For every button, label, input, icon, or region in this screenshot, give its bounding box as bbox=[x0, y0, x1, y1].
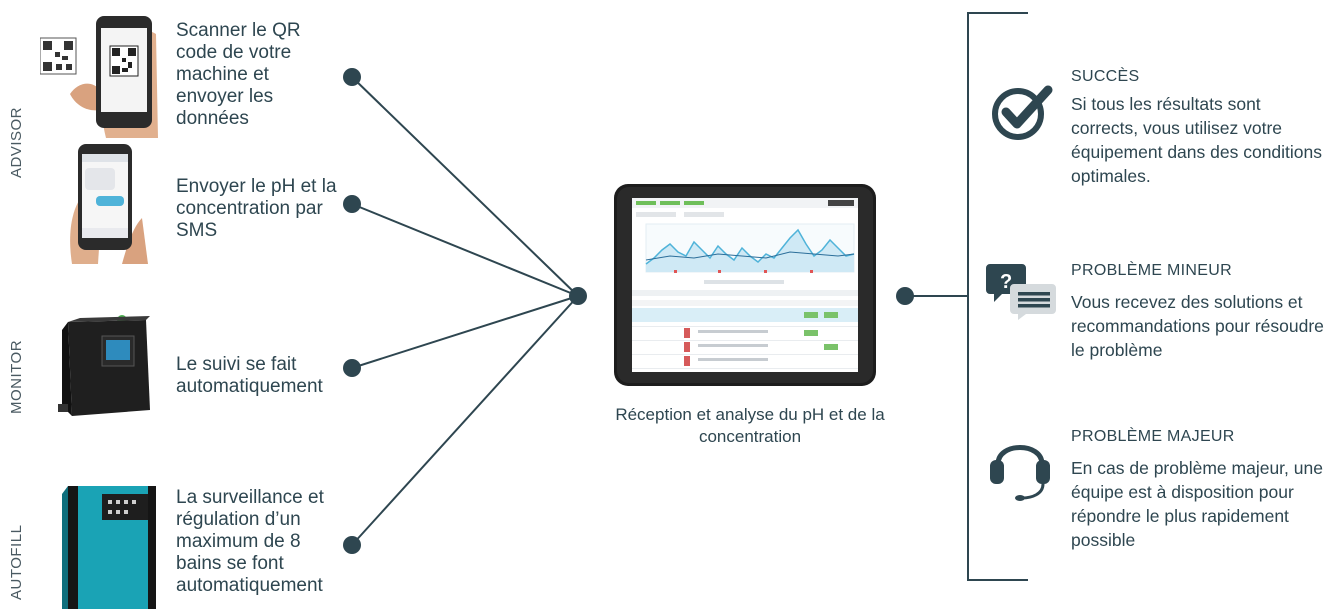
connector-dot-autofill bbox=[343, 536, 361, 554]
connector-line-autofill bbox=[351, 295, 579, 546]
chat-question-icon: ? bbox=[986, 264, 1056, 320]
svg-text:?: ? bbox=[1000, 271, 1012, 293]
headset-icon bbox=[990, 445, 1050, 501]
outcome-text-minor: Vous recevez des solutions et recommanda… bbox=[1071, 292, 1324, 360]
connector-line-monitor bbox=[351, 295, 579, 369]
outcome-text-success: Si tous les résultats sont corrects, vou… bbox=[1071, 94, 1323, 186]
category-label-autofill: AUTOFILL bbox=[8, 524, 25, 600]
outcome-title-success: SUCCÈS bbox=[1071, 68, 1140, 85]
tablet-dashboard-image bbox=[614, 184, 876, 386]
category-label-advisor: ADVISOR bbox=[8, 106, 25, 178]
connector-dot-tablet bbox=[896, 287, 914, 305]
connector-line-qr bbox=[351, 76, 579, 297]
outcome-title-minor: PROBLÈME MINEUR bbox=[1071, 262, 1232, 279]
step-text-sms: Envoyer le pH et la concentration par SM… bbox=[176, 176, 337, 241]
outcome-text-major: En cas de problème majeur, une équipe es… bbox=[1071, 458, 1323, 550]
step-text-autofill: La surveillance et régulation d’un maxim… bbox=[176, 487, 324, 596]
check-circle-icon bbox=[992, 85, 1053, 140]
sms-phone-image bbox=[70, 144, 148, 264]
autofill-device-image bbox=[62, 486, 156, 609]
outcome-bracket bbox=[967, 12, 1028, 581]
step-text-qr: Scanner le QR code de votre machine et e… bbox=[176, 20, 301, 129]
qr-phone-image bbox=[40, 16, 158, 138]
outcome-title-major: PROBLÈME MAJEUR bbox=[1071, 428, 1235, 445]
step-text-monitor: Le suivi se fait automatiquement bbox=[176, 354, 323, 397]
center-caption: Réception et analyse du pH et de la conc… bbox=[615, 405, 885, 446]
connector-dot-hub bbox=[569, 287, 587, 305]
monitor-device-image bbox=[58, 315, 150, 416]
connector-dot-sms bbox=[343, 195, 361, 213]
connector-dot-qr bbox=[343, 68, 361, 86]
category-label-monitor: MONITOR bbox=[8, 339, 25, 414]
connector-line-sms bbox=[351, 203, 579, 297]
connector-dot-monitor bbox=[343, 359, 361, 377]
